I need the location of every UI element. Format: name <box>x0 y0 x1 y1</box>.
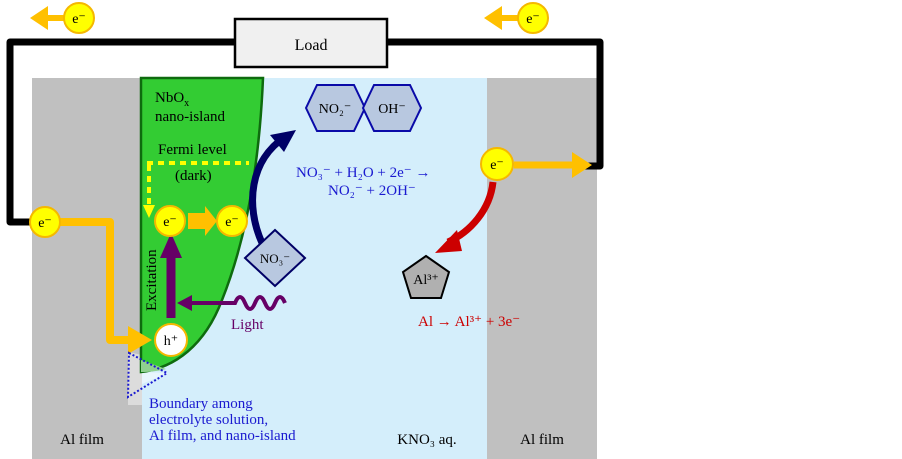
left-al-film <box>32 78 142 459</box>
island-label-line2: nano-island <box>155 109 225 125</box>
solution-label: KNO₃ aq. <box>397 432 456 448</box>
light-arrowhead <box>177 295 192 311</box>
hole: h⁺ <box>154 323 188 357</box>
hydroxide-ion: OH⁻ <box>361 84 423 132</box>
electron-path-left <box>60 218 130 344</box>
right-al-film <box>487 78 597 459</box>
island-label: NbOx <box>155 90 189 109</box>
light-wave <box>190 295 287 311</box>
oxidation-reaction: Al → Al³⁺ + 3e⁻ <box>418 314 520 330</box>
nitrite-ion: NO₂⁻ <box>304 84 367 132</box>
boundary-label-line1: Boundary among <box>149 396 253 412</box>
electron-excited: e⁻ <box>154 205 186 237</box>
boundary-label-line3: Al film, and nano-island <box>149 428 296 444</box>
fermi-level-line <box>147 161 249 205</box>
boundary-marker <box>126 351 170 399</box>
electron-left-film: e⁻ <box>29 206 61 238</box>
hole-label: h⁺ <box>164 334 178 349</box>
boundary-shade <box>128 352 142 405</box>
excitation-label: Excitation <box>144 249 160 311</box>
top-right-electron-flow: e⁻ <box>484 2 549 34</box>
boundary-shade-solution <box>142 372 168 384</box>
electron-label: e⁻ <box>526 12 540 27</box>
load-label: Load <box>295 37 328 54</box>
electron-transfer-arrow <box>188 206 217 236</box>
electron-label: e⁻ <box>225 215 239 230</box>
nitrite-label: NO₂⁻ <box>319 102 352 117</box>
reduction-arrow <box>249 134 288 245</box>
reduction-reaction-line1: NO₃⁻ + H₂O + 2e⁻ → <box>296 165 430 181</box>
load-resistor: Load <box>233 17 389 69</box>
electron-surface: e⁻ <box>216 205 248 237</box>
fermi-arrowhead <box>143 205 155 218</box>
hydroxide-label: OH⁻ <box>378 102 406 117</box>
electron-right-film: e⁻ <box>480 147 514 181</box>
left-al-film-label: Al film <box>60 432 104 448</box>
oxidation-arrowhead <box>435 230 462 253</box>
top-left-electron-flow: e⁻ <box>30 2 95 34</box>
fermi-dark-label: (dark) <box>175 168 212 184</box>
electron-label: e⁻ <box>163 215 177 230</box>
electron-label: e⁻ <box>490 158 504 173</box>
excitation-arrowhead <box>160 233 182 258</box>
reduction-arrowhead <box>270 130 296 152</box>
aluminum-ion-label: Al³⁺ <box>413 273 439 288</box>
boundary-label-line2: electrolyte solution, <box>149 412 268 428</box>
electron-label: e⁻ <box>38 216 52 231</box>
electron-path-arrowhead <box>128 326 152 354</box>
aluminum-ion: Al³⁺ <box>401 254 451 299</box>
electron-flow-right-arrowhead <box>572 152 592 178</box>
reduction-reaction-line2: NO₂⁻ + 2OH⁻ <box>328 183 416 199</box>
nitrate-ion: NO₃⁻ <box>243 228 307 288</box>
nitrate-label: NO₃⁻ <box>260 251 290 266</box>
light-label: Light <box>231 317 264 333</box>
fermi-level-label: Fermi level <box>158 142 227 158</box>
electron-label: e⁻ <box>72 12 86 27</box>
right-al-film-label: Al film <box>520 432 564 448</box>
